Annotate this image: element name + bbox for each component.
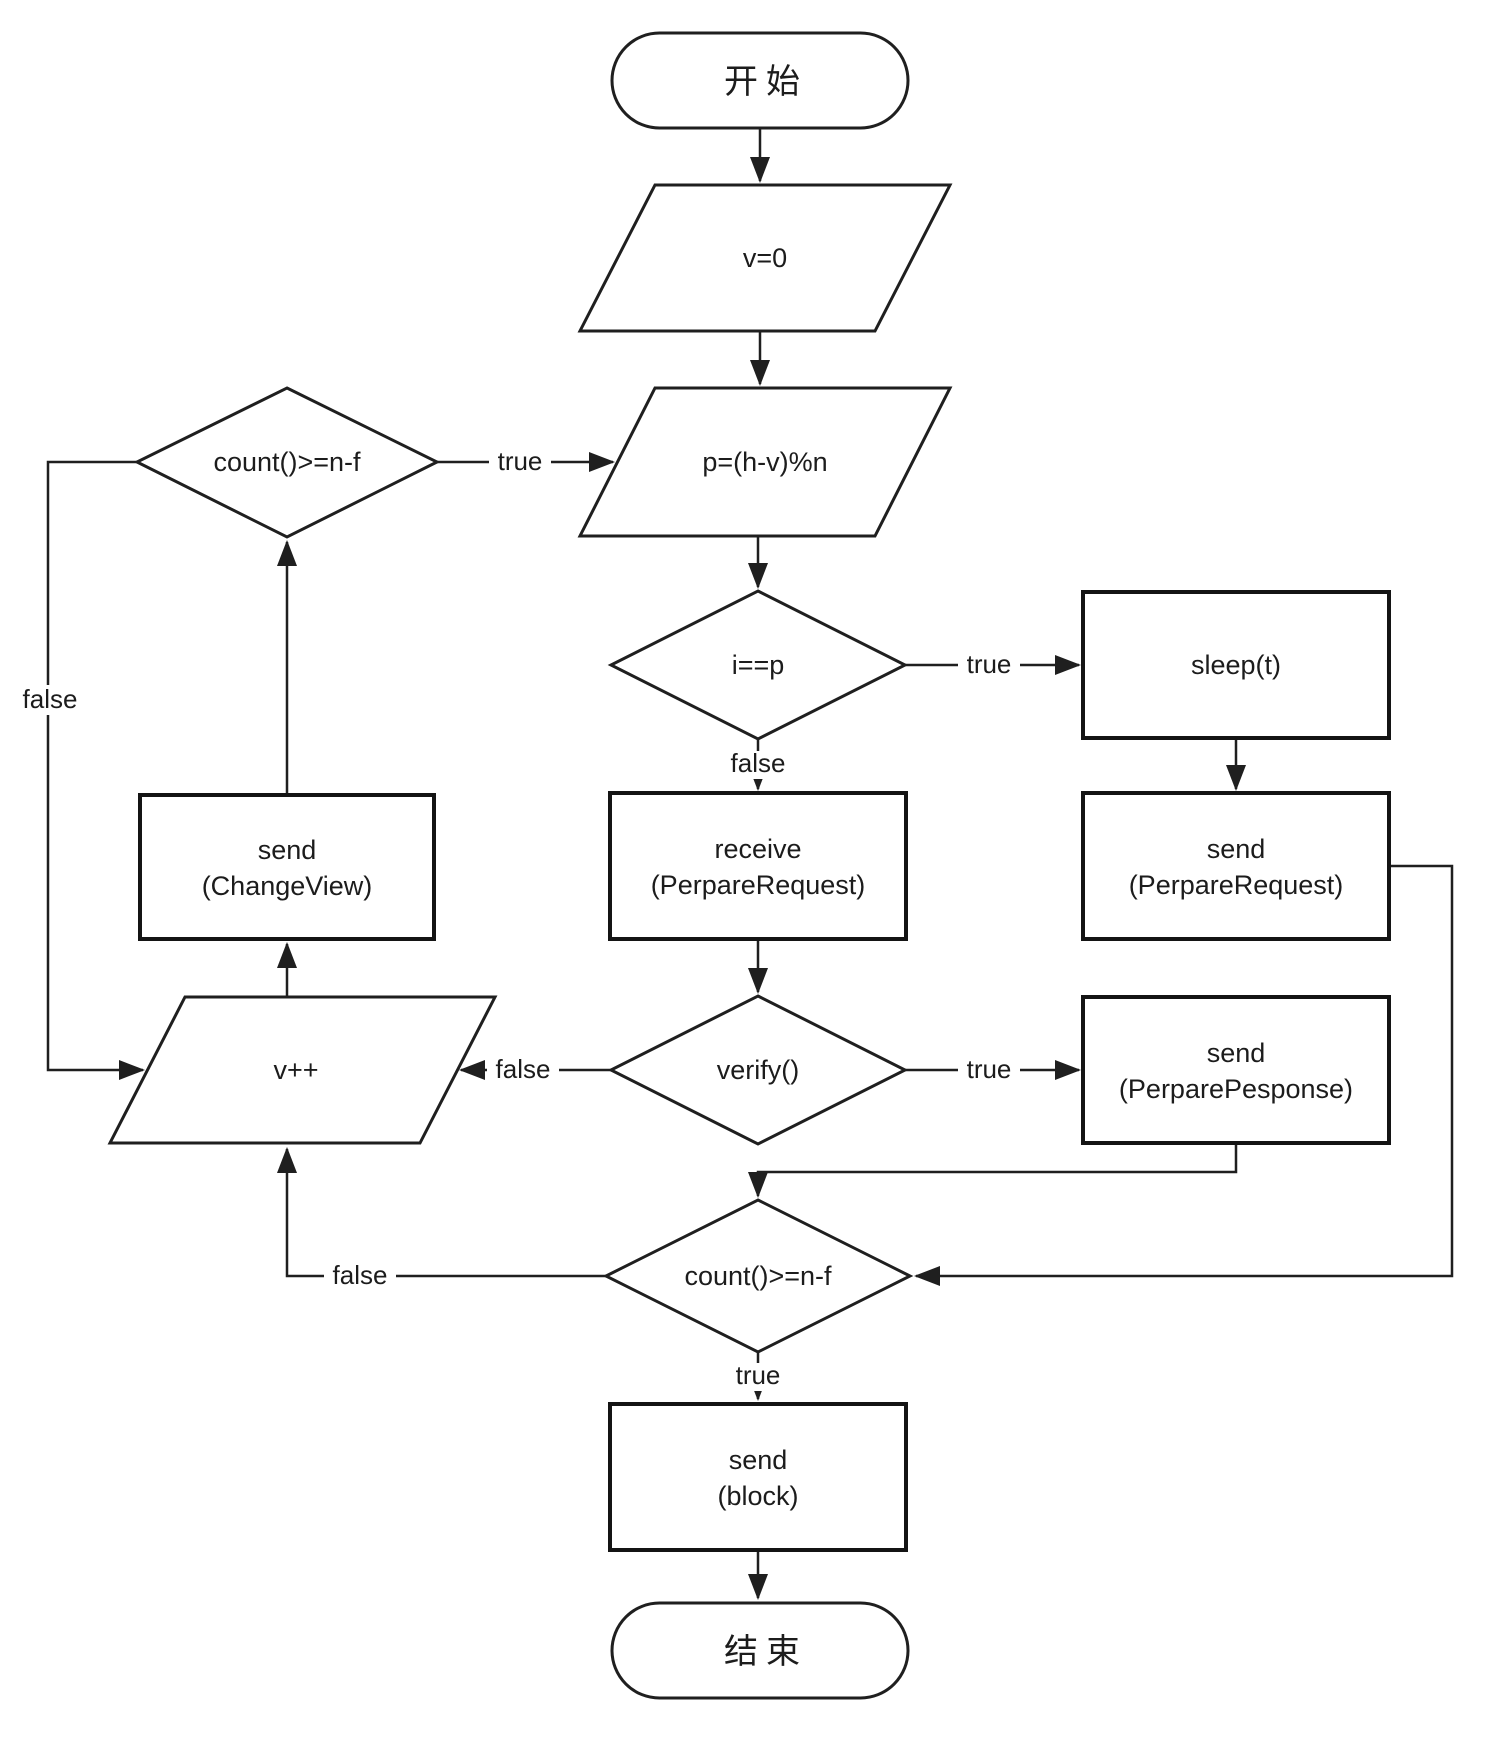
edge-labels: true true false false true false false t…	[14, 446, 1020, 1391]
edge-label-bg	[489, 447, 551, 477]
verify-label: verify()	[717, 1055, 800, 1085]
is-primary-label: i==p	[732, 650, 785, 680]
send-block-label-line2: (block)	[717, 1481, 798, 1511]
receive-prepare-request-label-line1: receive	[714, 834, 801, 864]
node-send-change-view: send (ChangeView)	[138, 793, 436, 941]
receive-prepare-request-shape	[608, 791, 908, 941]
edge-countbottom-false-to-increment	[277, 1147, 606, 1278]
node-send-prepare-response: send (PerparePesponse)	[1081, 995, 1391, 1145]
send-prepare-request-shape	[1081, 791, 1391, 941]
send-prepare-request-label-line2: (PerpareRequest)	[1129, 870, 1344, 900]
start-terminal-shape	[610, 31, 910, 130]
increment-v-shape	[107, 995, 498, 1145]
edge-label-verify-false: false	[496, 1054, 551, 1084]
send-prepare-request-label-line1: send	[1207, 834, 1266, 864]
edge-label-bg	[958, 650, 1020, 680]
sleep-shape	[1081, 590, 1391, 740]
edge-label-bg	[14, 685, 86, 715]
node-count-check-left: count()>=n-f	[133, 386, 441, 539]
count-check-bottom-label: count()>=n-f	[684, 1261, 832, 1291]
init-v-label: v=0	[743, 243, 787, 273]
end-label: 结束	[724, 1633, 808, 1671]
node-receive-prepare-request: receive (PerpareRequest)	[608, 791, 908, 941]
send-prepare-response-shape	[1081, 995, 1391, 1145]
node-is-primary: i==p	[607, 589, 909, 741]
edge-label-verify-true: true	[967, 1054, 1012, 1084]
compute-p-shape	[577, 386, 953, 538]
send-block-shape	[608, 1402, 908, 1552]
verify-shape	[607, 994, 909, 1146]
send-block-label-line1: send	[729, 1445, 788, 1475]
init-v-shape	[577, 183, 953, 333]
sleep-label: sleep(t)	[1191, 650, 1281, 680]
edge-label-bg	[722, 751, 794, 779]
send-change-view-shape	[138, 793, 436, 941]
node-send-prepare-request: send (PerpareRequest)	[1081, 791, 1391, 941]
edges	[46, 128, 1454, 1600]
edge-label-bg	[324, 1261, 396, 1291]
edge-label-isprimary-false: false	[731, 748, 786, 778]
count-check-left-shape	[133, 386, 441, 539]
node-count-check-bottom: count()>=n-f	[602, 1198, 914, 1354]
node-increment-v: v++	[107, 995, 498, 1145]
receive-prepare-request-label-line2: (PerpareRequest)	[651, 870, 866, 900]
edge-sendpreparereq-to-countbottom	[914, 864, 1454, 1286]
node-end: 结束	[610, 1601, 910, 1700]
edge-countleft-false-to-increment	[46, 460, 145, 1080]
edge-label-countleft-true: true	[498, 446, 543, 476]
node-send-block: send (block)	[608, 1402, 908, 1552]
edge-sendprepareresp-to-countbottom	[748, 1143, 1238, 1198]
edge-label-countleft-false: false	[23, 684, 78, 714]
count-check-bottom-shape	[602, 1198, 914, 1354]
send-change-view-label-line2: (ChangeView)	[202, 871, 373, 901]
edge-label-countbottom-true: true	[736, 1360, 781, 1390]
send-change-view-label-line1: send	[258, 835, 317, 865]
increment-v-label: v++	[273, 1055, 318, 1085]
edge-label-isprimary-true: true	[967, 649, 1012, 679]
node-verify: verify()	[607, 994, 909, 1146]
nodes: 开始 v=0 count()>=n-f p=(h-v)%n i==p sleep…	[107, 31, 1391, 1700]
edge-label-bg	[958, 1055, 1020, 1085]
edge-label-bg	[726, 1363, 790, 1391]
send-prepare-response-label-line2: (PerparePesponse)	[1119, 1074, 1353, 1104]
is-primary-shape	[607, 589, 909, 741]
node-compute-p: p=(h-v)%n	[577, 386, 953, 538]
end-terminal-shape	[610, 1601, 910, 1700]
node-start: 开始	[610, 31, 910, 130]
send-prepare-response-label-line1: send	[1207, 1038, 1266, 1068]
edge-label-bg	[487, 1055, 559, 1085]
count-check-left-label: count()>=n-f	[213, 447, 361, 477]
node-sleep: sleep(t)	[1081, 590, 1391, 740]
start-label: 开始	[724, 63, 808, 101]
node-init-v: v=0	[577, 183, 953, 333]
compute-p-label: p=(h-v)%n	[702, 447, 827, 477]
edge-label-countbottom-false: false	[333, 1260, 388, 1290]
